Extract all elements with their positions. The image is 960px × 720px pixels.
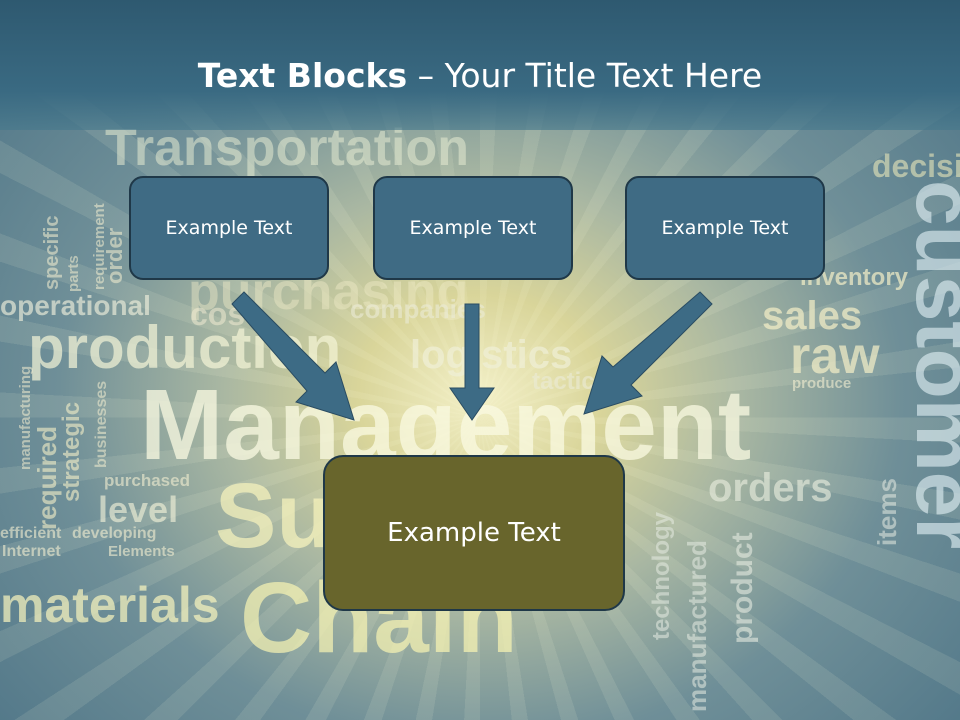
bg-word: purchased [104,471,190,490]
bg-word: Transportation [105,119,470,177]
text-box-left-label: Example Text [165,217,293,239]
title-bold: Text Blocks [197,56,408,95]
text-box-bottom-label: Example Text [387,518,561,548]
text-box-right[interactable]: Example Text [625,176,825,280]
bg-word: decisions [872,148,960,184]
text-box-center-label: Example Text [409,217,537,239]
bg-word: logistics [410,333,573,377]
title-dash: – [407,56,445,95]
bg-word: Elements [108,543,175,560]
title-band [0,0,960,130]
bg-word: sales [762,294,863,338]
bg-word: companies [350,294,486,324]
text-box-left[interactable]: Example Text [129,176,329,280]
bg-word: Internet [2,543,61,560]
slide-title: Text Blocks – Your Title Text Here [0,56,960,95]
arrow-left [231,291,355,421]
text-box-right-label: Example Text [661,217,789,239]
bg-word: operational [0,290,151,321]
bg-word: developing [72,525,157,542]
arrow-right [583,291,713,415]
bg-word: materials [0,577,220,633]
bg-word: produce [792,375,852,392]
bg-word: raw [790,327,880,385]
bg-word: level [98,489,179,530]
bg-word: orders [708,466,833,510]
arrow-center [449,303,495,421]
bg-word: efficient [0,525,62,542]
title-rest: Your Title Text Here [444,56,763,95]
text-box-bottom[interactable]: Example Text [323,455,625,611]
text-box-center[interactable]: Example Text [373,176,573,280]
